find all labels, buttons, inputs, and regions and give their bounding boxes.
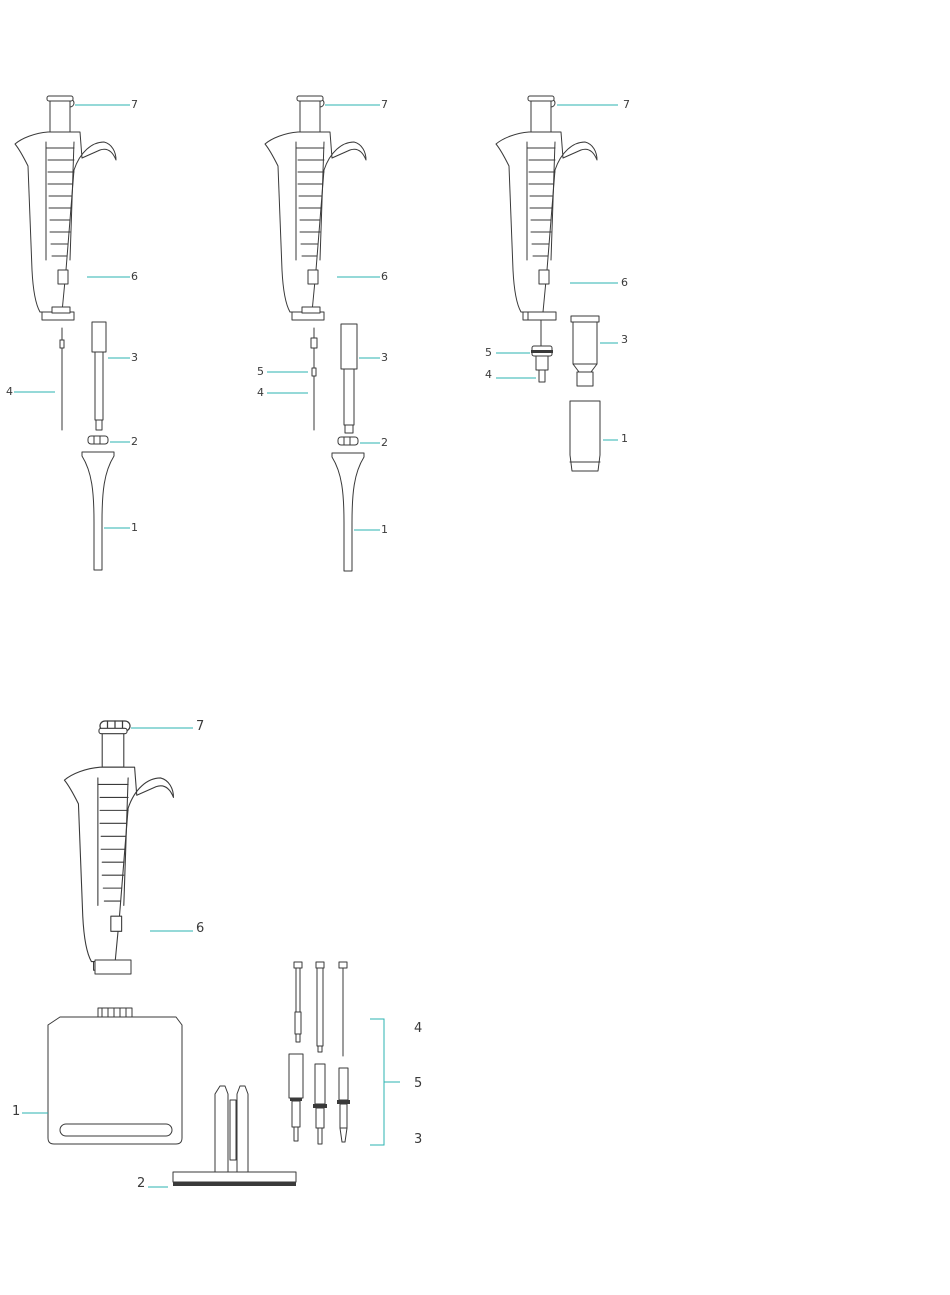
view-4-spigot <box>95 960 131 974</box>
view-4-shafts-and-seals <box>289 1054 350 1144</box>
view-1-callout-7: 7 <box>131 98 138 111</box>
view-3-callout-5: 5 <box>485 346 492 359</box>
view-2-callout-6: 6 <box>381 270 388 283</box>
view-2-nut <box>338 437 358 445</box>
view-4-callout-4: 4 <box>414 1021 422 1036</box>
view-3-shaft <box>571 316 599 386</box>
view-1-callout-1: 1 <box>131 521 138 534</box>
view-4-callout-7: 7 <box>196 719 204 734</box>
view-4-manifold-housing <box>48 1008 182 1144</box>
view-4-pipette-body <box>64 728 173 970</box>
view-2-callout-3: 3 <box>381 351 388 364</box>
view-1-callout-4: 4 <box>6 385 13 398</box>
view-1-callout-6: 6 <box>131 270 138 283</box>
view-3-seal-assembly <box>528 312 556 382</box>
view-1-callout-2: 2 <box>131 435 138 448</box>
view-2-collar <box>302 307 320 313</box>
view-4-callout-3: 3 <box>414 1132 422 1147</box>
view-4-callout-1: 1 <box>12 1104 20 1119</box>
view-2-callout-7: 7 <box>381 98 388 111</box>
view-1-nut <box>88 436 108 444</box>
view-3-callout-4: 4 <box>485 368 492 381</box>
view-4-tip-ejector-bar <box>173 1086 296 1186</box>
view-3-callout-3: 3 <box>621 333 628 346</box>
view-2-callout-2: 2 <box>381 436 388 449</box>
view-4-callout-2: 2 <box>137 1176 145 1191</box>
view-2-tip-ejector <box>332 453 364 571</box>
view-4-callout-6: 6 <box>196 921 204 936</box>
view-2-piston <box>311 328 317 430</box>
view-3: 7 6 3 5 4 1 <box>485 96 630 471</box>
view-2: 7 6 3 5 4 2 1 <box>257 96 388 571</box>
view-2-callout-4: 4 <box>257 386 264 399</box>
view-1: 7 6 3 4 2 1 <box>6 96 138 570</box>
view-4-callout-5: 5 <box>414 1076 422 1091</box>
view-2-callout-5: 5 <box>257 365 264 378</box>
view-1-callout-3: 3 <box>131 351 138 364</box>
view-1-piston <box>60 328 64 430</box>
view-3-tip-ejector <box>570 401 600 471</box>
view-1-pipette-body <box>15 96 116 320</box>
view-3-pipette-body <box>496 96 597 320</box>
view-1-tip-ejector <box>82 452 114 570</box>
view-4-pistons <box>294 962 347 1056</box>
view-1-shaft <box>92 322 106 430</box>
view-1-collar <box>52 307 70 313</box>
view-2-callout-1: 1 <box>381 523 388 536</box>
view-3-callout-6: 6 <box>621 276 628 289</box>
view-2-shaft <box>341 324 357 433</box>
view-3-callout-7: 7 <box>623 98 630 111</box>
view-4: 4 5 3 7 6 1 2 <box>12 719 422 1191</box>
view-2-pipette-body <box>265 96 366 320</box>
view-3-callout-1: 1 <box>621 432 628 445</box>
